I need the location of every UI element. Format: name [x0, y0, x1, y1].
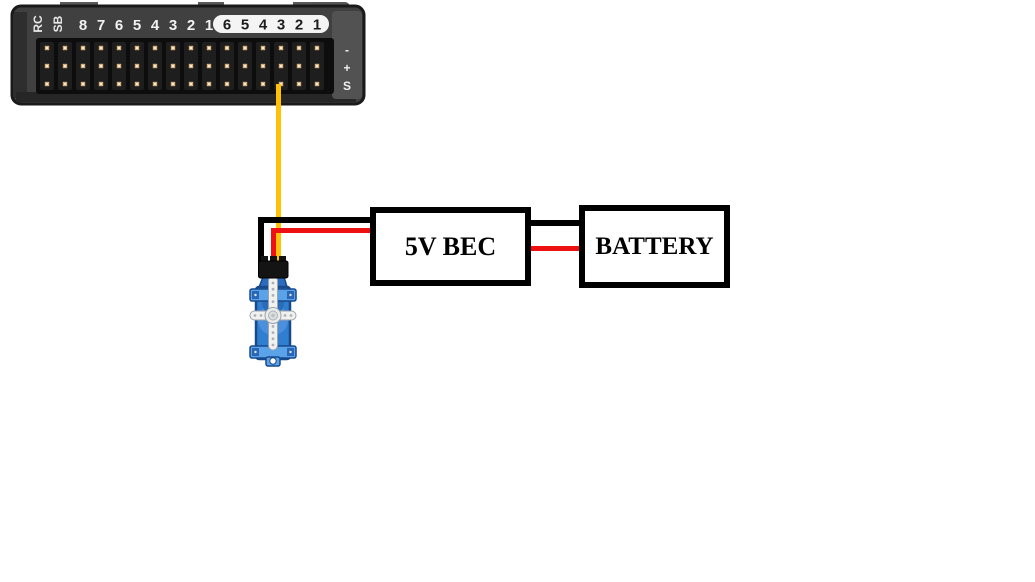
- channel-label: 8: [79, 17, 87, 34]
- sb-port-label: SB: [51, 15, 65, 32]
- channel-label: 2: [187, 17, 195, 34]
- flight-controller: RC SB 8 7 6 5 4 3 2 1 6 5 4 3 2 1: [10, 2, 366, 106]
- battery-label: BATTERY: [595, 232, 714, 260]
- bec-box: 5V BEC: [370, 207, 531, 286]
- fc-right-panel: [332, 11, 362, 99]
- aux-channel-label: 3: [277, 17, 285, 34]
- servo-horn-holes: [253, 281, 293, 347]
- fc-bottom-edge: [16, 92, 356, 102]
- rc-port-label: RC: [31, 15, 45, 33]
- aux-channel-label: 1: [313, 17, 321, 34]
- channel-label: 4: [151, 17, 160, 34]
- aux-label-pill: [213, 15, 329, 33]
- channel-label: 1: [205, 17, 213, 34]
- servo-bottom-notch: [269, 357, 277, 365]
- servo: [249, 275, 297, 367]
- rail-row-labels: - + S: [343, 43, 351, 93]
- servo-horn-screw: [271, 313, 275, 318]
- main-channel-labels: 8 7 6 5 4 3 2 1: [79, 17, 213, 34]
- servo-plug: [258, 256, 289, 279]
- power-wire: [271, 228, 373, 263]
- rail-plus-label: +: [343, 61, 350, 75]
- aux-channel-label: 4: [259, 17, 268, 34]
- aux-channel-label: 5: [241, 17, 249, 34]
- channel-label: 5: [133, 17, 141, 34]
- channel-label: 7: [97, 17, 105, 34]
- battery-box: BATTERY: [579, 205, 730, 288]
- channel-label: 3: [169, 17, 177, 34]
- aux-channel-labels: 6 5 4 3 2 1: [223, 17, 321, 34]
- channel-label: 6: [115, 17, 123, 34]
- servo-horn: [249, 275, 297, 351]
- aux-channel-label: 6: [223, 17, 231, 34]
- bec-label: 5V BEC: [404, 231, 497, 261]
- rail-signal-label: S: [343, 79, 351, 93]
- aux-channel-label: 2: [295, 17, 303, 34]
- pin-grid: [40, 42, 324, 90]
- ground-wire: [258, 217, 373, 263]
- fc-left-edge: [14, 12, 27, 98]
- rail-minus-label: -: [345, 43, 349, 57]
